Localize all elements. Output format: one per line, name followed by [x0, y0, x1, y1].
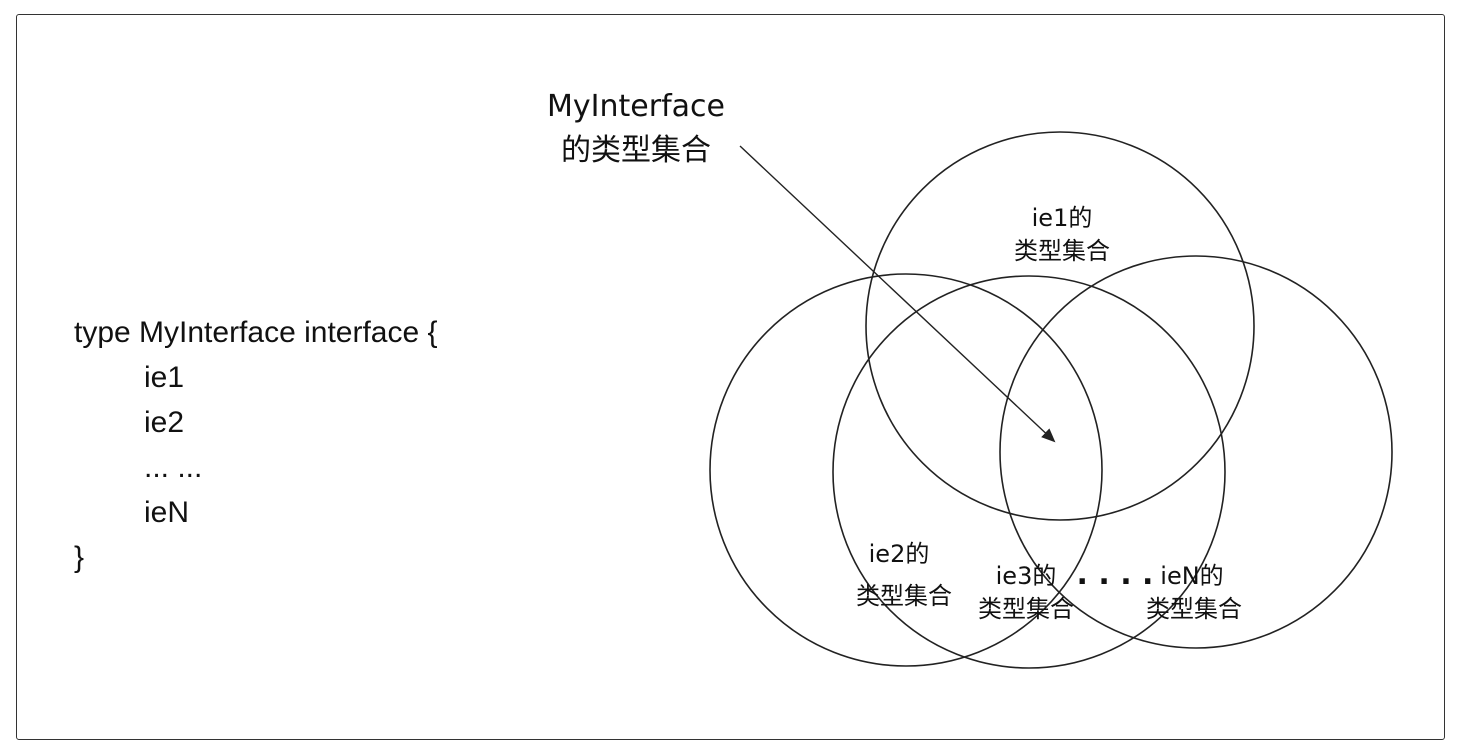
set-label-ien-line-1: ieN的: [1160, 562, 1223, 590]
set-label-ie3-line-1: ie3的: [996, 562, 1057, 590]
set-label-ellipsis: . . . .: [1077, 557, 1154, 592]
set-circle-ien: [999, 255, 1393, 649]
pointer-label-line-2: 的类型集合: [561, 133, 711, 168]
pointer-arrow: [739, 145, 1056, 443]
code-line-member-ie1: ie1: [144, 361, 185, 394]
set-label-ien-line-2: 类型集合: [1146, 595, 1242, 623]
code-line-member-ie2: ie2: [144, 406, 185, 439]
set-label-ie2-line-2: 类型集合: [856, 582, 952, 610]
pointer-label-line-1: MyInterface: [547, 89, 725, 124]
set-label-ie2-line-1: ie2的: [869, 540, 930, 568]
code-line-member-ien: ieN: [144, 496, 190, 529]
code-line-closing-brace: }: [74, 541, 85, 574]
code-line-declaration: type MyInterface interface {: [74, 316, 438, 349]
diagram-frame: [16, 14, 1445, 740]
set-label-ie1-line-2: 类型集合: [1014, 237, 1110, 265]
set-circle-ie1: [865, 131, 1255, 521]
set-label-ie3-line-2: 类型集合: [978, 595, 1074, 623]
set-circle-ie3: [832, 275, 1226, 669]
set-label-ie1-line-1: ie1的: [1032, 204, 1093, 232]
code-block: type MyInterface interface { ie1 ie2 ...…: [74, 310, 438, 580]
set-circle-ie2: [709, 273, 1103, 667]
code-line-ellipsis: ... ...: [144, 451, 203, 484]
